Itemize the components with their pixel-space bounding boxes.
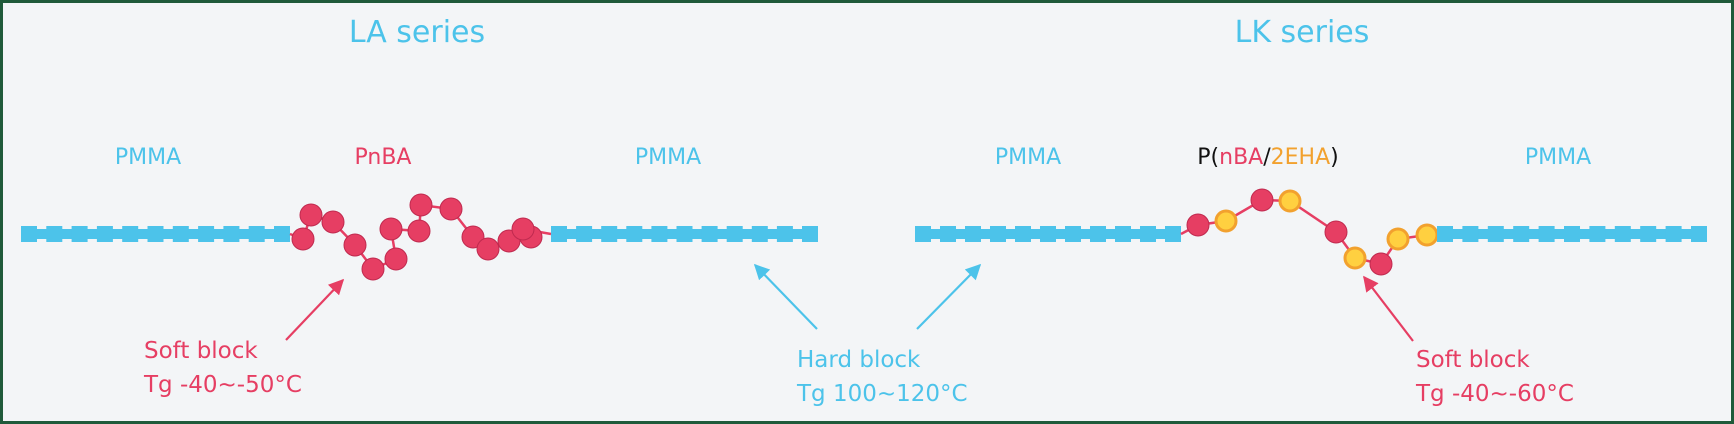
la-pnba-nba-monomer bbox=[299, 203, 323, 227]
lk-copolymer-2eha-monomer bbox=[1415, 223, 1439, 247]
lk-copolymer-nba-monomer bbox=[1186, 213, 1210, 237]
la-left-pmma-label: PMMA bbox=[115, 145, 181, 170]
lk-label-2eha: 2EHA bbox=[1271, 145, 1331, 170]
lk-right-pmma-monomer bbox=[1564, 226, 1580, 242]
lk-copolymer-nba-monomer bbox=[1369, 252, 1393, 276]
la-right-pmma-monomer bbox=[701, 226, 718, 242]
lk-left-pmma-monomer bbox=[1140, 226, 1156, 242]
la-pnba-nba-monomer bbox=[379, 217, 403, 241]
la-soft-block-arrow bbox=[285, 278, 345, 341]
lk-right-pmma-monomer bbox=[1487, 226, 1504, 242]
la-pnba-nba-monomer bbox=[361, 257, 385, 281]
lk-left-pmma-hard-block bbox=[915, 226, 1181, 242]
la-pnba-nba-monomer bbox=[409, 193, 433, 217]
la-left-pmma-monomer bbox=[274, 226, 290, 242]
lk-copolymer-soft-block bbox=[1180, 188, 1439, 276]
lk-label-prefix: P( bbox=[1197, 145, 1219, 170]
la-right-pmma-monomer bbox=[802, 226, 818, 242]
lk-left-pmma-monomer bbox=[1065, 226, 1081, 242]
lk-right-pmma-monomer bbox=[1437, 226, 1453, 242]
lk-right-pmma-monomer bbox=[1614, 226, 1631, 242]
hard-block-arrow-la bbox=[753, 263, 818, 330]
lk-copolymer-2eha-monomer bbox=[1386, 227, 1410, 251]
la-pnba-nba-monomer bbox=[321, 210, 345, 234]
lk-left-pmma-monomer bbox=[1040, 226, 1056, 242]
la-left-pmma-monomer bbox=[248, 226, 265, 242]
lk-soft-note-title: Soft block bbox=[1416, 347, 1530, 373]
la-right-pmma-monomer bbox=[551, 226, 567, 242]
lk-copolymer-2eha-monomer bbox=[1214, 209, 1238, 233]
lk-copolymer-nba-monomer bbox=[1250, 188, 1274, 212]
la-pnba-label: PnBA bbox=[355, 145, 412, 170]
lk-right-pmma-monomer bbox=[1462, 226, 1479, 242]
hard-block-arrow-lk bbox=[916, 263, 982, 330]
lk-right-pmma-monomer bbox=[1691, 226, 1707, 242]
lk-left-pmma-monomer bbox=[1165, 226, 1181, 242]
lk-right-pmma-monomer bbox=[1589, 226, 1606, 242]
la-soft-note-tg: Tg -40~-50°C bbox=[143, 372, 302, 398]
la-right-pmma-monomer bbox=[676, 226, 693, 242]
la-left-pmma-monomer bbox=[172, 226, 189, 242]
la-series-title: LA series bbox=[349, 15, 485, 50]
la-right-pmma-monomer bbox=[651, 226, 668, 242]
la-left-pmma-monomer bbox=[21, 226, 37, 242]
la-pnba-nba-monomer bbox=[439, 197, 463, 221]
lk-right-pmma-label: PMMA bbox=[1525, 145, 1591, 170]
lk-left-pmma-monomer bbox=[1090, 226, 1106, 242]
la-left-pmma-monomer bbox=[71, 226, 88, 242]
la-pnba-nba-monomer bbox=[461, 225, 485, 249]
la-pnba-nba-monomer bbox=[476, 237, 500, 261]
la-soft-note-title: Soft block bbox=[144, 338, 258, 364]
lk-left-pmma-monomer bbox=[915, 226, 931, 242]
lk-right-pmma-monomer bbox=[1538, 226, 1555, 242]
la-right-pmma-monomer bbox=[626, 226, 643, 242]
diagram-frame: LA series LK series PMMA PnBA PMMA PMMA … bbox=[3, 3, 1731, 421]
lk-left-pmma-monomer bbox=[940, 226, 956, 242]
la-pnba-nba-monomer bbox=[511, 217, 535, 241]
lk-left-pmma-monomer bbox=[1115, 226, 1131, 242]
block-copolymer-diagram: LA series LK series PMMA PnBA PMMA PMMA … bbox=[21, 15, 1707, 407]
lk-series-title: LK series bbox=[1235, 15, 1370, 50]
la-pnba-nba-monomer bbox=[343, 233, 367, 257]
la-pnba-nba-monomer bbox=[407, 219, 431, 243]
la-left-pmma-monomer bbox=[96, 226, 113, 242]
lk-copolymer-2eha-monomer bbox=[1343, 246, 1367, 270]
lk-soft-block-arrow bbox=[1363, 275, 1414, 342]
la-left-pmma-monomer bbox=[46, 226, 63, 242]
lk-copolymer-nba-monomer bbox=[1324, 220, 1348, 244]
lk-soft-note-tg: Tg -40~-60°C bbox=[1415, 381, 1574, 407]
la-right-pmma-monomer bbox=[601, 226, 618, 242]
la-right-pmma-monomer bbox=[726, 226, 743, 242]
lk-right-pmma-monomer bbox=[1665, 226, 1682, 242]
la-pnba-soft-block bbox=[289, 193, 552, 281]
lk-label-slash: / bbox=[1263, 145, 1271, 170]
lk-right-pmma-monomer bbox=[1640, 226, 1657, 242]
la-left-pmma-monomer bbox=[147, 226, 164, 242]
lk-left-pmma-monomer bbox=[990, 226, 1006, 242]
lk-copolymer-2eha-monomer bbox=[1278, 189, 1302, 213]
lk-copolymer-label: P(nBA/2EHA) bbox=[1197, 145, 1338, 170]
la-left-pmma-monomer bbox=[122, 226, 139, 242]
la-right-pmma-monomer bbox=[776, 226, 793, 242]
la-left-pmma-hard-block bbox=[21, 226, 290, 242]
la-left-pmma-monomer bbox=[198, 226, 215, 242]
la-pnba-nba-monomer bbox=[384, 247, 408, 271]
hard-note-tg: Tg 100~120°C bbox=[796, 381, 968, 407]
la-right-pmma-hard-block bbox=[551, 226, 818, 242]
la-right-pmma-monomer bbox=[576, 226, 593, 242]
lk-left-pmma-monomer bbox=[1015, 226, 1031, 242]
lk-right-pmma-hard-block bbox=[1437, 226, 1707, 242]
hard-note-title: Hard block bbox=[797, 347, 921, 373]
la-pnba-nba-monomer bbox=[291, 227, 315, 251]
lk-left-pmma-monomer bbox=[965, 226, 981, 242]
lk-right-pmma-monomer bbox=[1513, 226, 1530, 242]
lk-label-nba: nBA bbox=[1219, 145, 1263, 170]
la-left-pmma-monomer bbox=[223, 226, 240, 242]
la-right-pmma-label: PMMA bbox=[635, 145, 701, 170]
la-right-pmma-monomer bbox=[751, 226, 768, 242]
lk-label-suffix: ) bbox=[1330, 145, 1339, 170]
lk-left-pmma-label: PMMA bbox=[995, 145, 1061, 170]
